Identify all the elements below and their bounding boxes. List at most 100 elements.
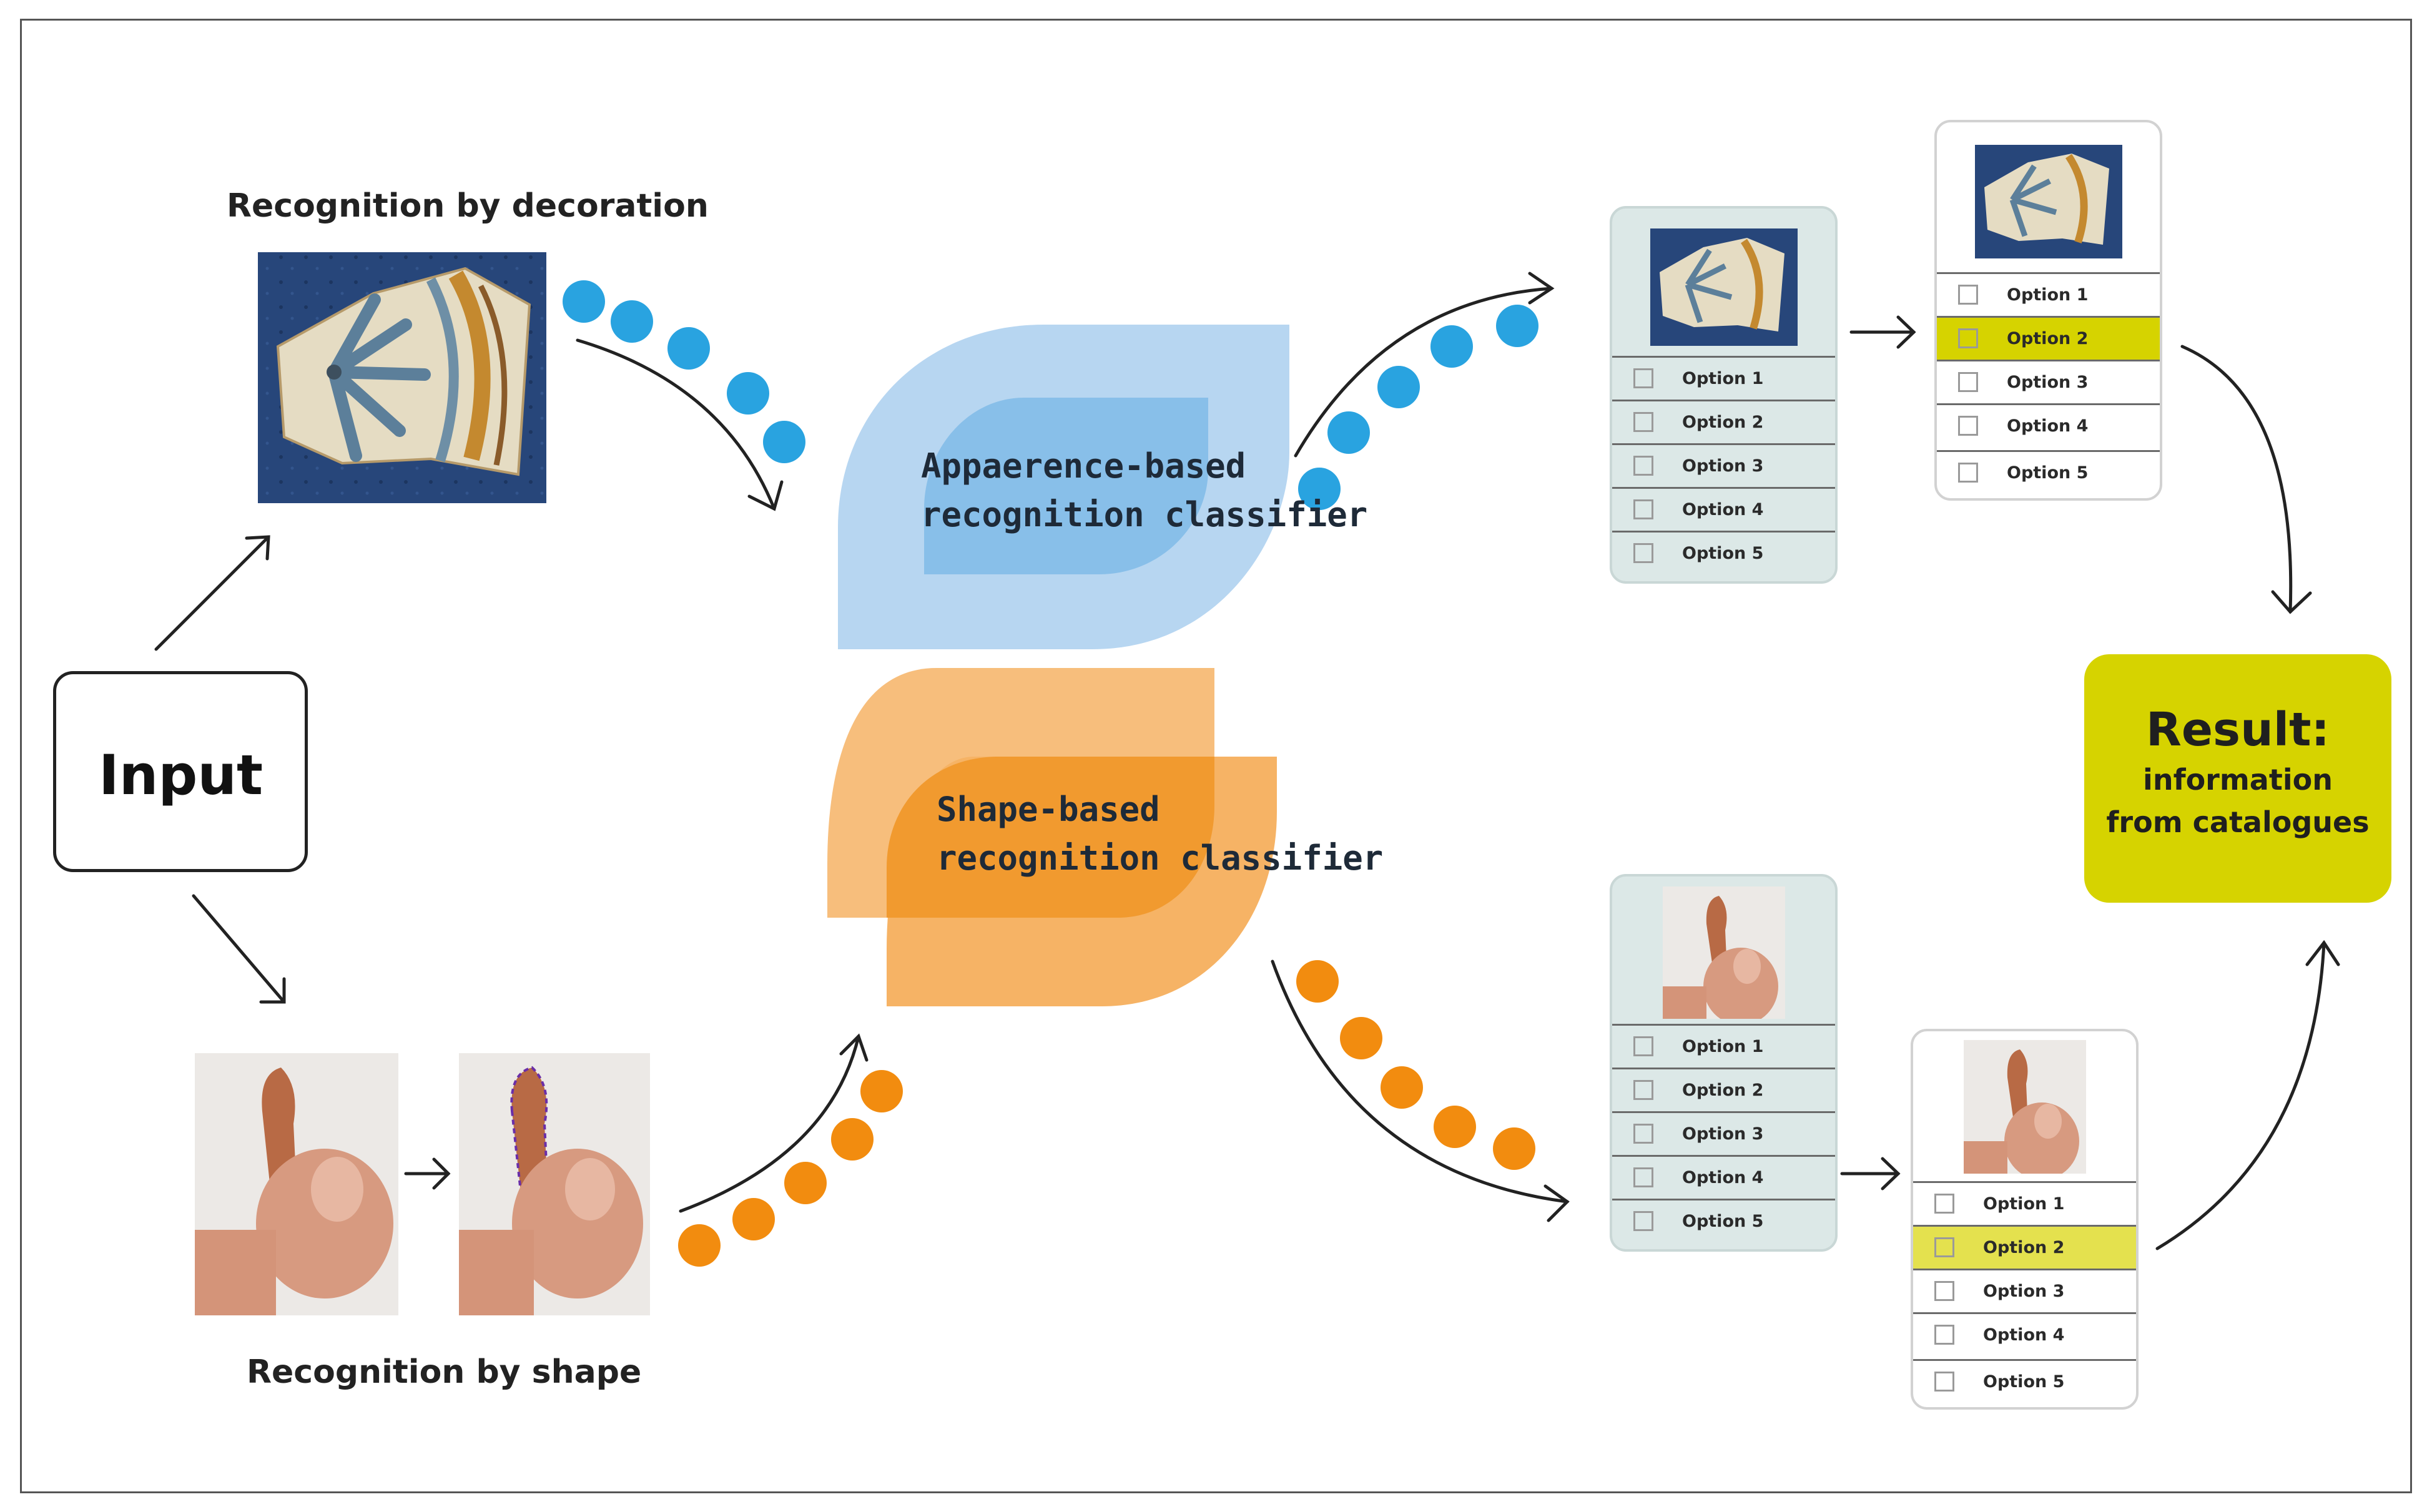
- shape-classifier-label: Shape-based recognition classifier: [937, 785, 1383, 883]
- option-label: Option 3: [1682, 1124, 1764, 1144]
- arrow-to-decoration: [154, 535, 270, 651]
- checkbox[interactable]: [1633, 1211, 1653, 1231]
- curve-arrows: [576, 272, 2340, 1250]
- checkbox[interactable]: [1934, 1325, 1954, 1345]
- checkbox[interactable]: [1934, 1372, 1954, 1392]
- checkbox[interactable]: [1958, 328, 1978, 348]
- option-row[interactable]: Option 5: [1612, 1199, 1835, 1242]
- checkbox[interactable]: [1958, 463, 1978, 483]
- orange-dots: [678, 960, 1535, 1267]
- option-card-top-right: Option 1 Option 2 Option 3 Option 4 Opti…: [1934, 120, 2162, 501]
- option-row[interactable]: Option 3: [1913, 1269, 2136, 1312]
- option-label: Option 5: [1983, 1372, 2065, 1392]
- checkbox[interactable]: [1934, 1237, 1954, 1257]
- decoration-photo: [258, 252, 546, 503]
- option-label: Option 3: [1682, 456, 1764, 476]
- option-row[interactable]: Option 1: [1937, 272, 2160, 316]
- option-row[interactable]: Option 5: [1612, 531, 1835, 574]
- option-label: Option 2: [1682, 413, 1764, 432]
- option-label: Option 4: [1682, 500, 1764, 519]
- checkbox[interactable]: [1633, 1036, 1653, 1056]
- option-row[interactable]: Option 2: [1612, 400, 1835, 443]
- curve-shape-to-classifier: [679, 1034, 860, 1213]
- arrow-to-shape: [192, 894, 286, 1004]
- option-label: Option 2: [2007, 329, 2089, 348]
- curve-appearance-to-card: [1294, 287, 1553, 458]
- checkbox[interactable]: [1958, 416, 1978, 436]
- arrow-head-down: [259, 977, 286, 1004]
- option-row[interactable]: Option 3: [1937, 360, 2160, 403]
- card-thumb-shape: [1662, 886, 1785, 1019]
- shape-classifier-line-2: recognition classifier: [937, 838, 1384, 878]
- option-row[interactable]: Option 1: [1612, 1024, 1835, 1068]
- shape-photo-right: [459, 1053, 650, 1315]
- input-label: Input: [99, 743, 263, 807]
- option-label: Option 5: [1682, 544, 1764, 563]
- option-row[interactable]: Option 3: [1612, 1111, 1835, 1155]
- shape-classifier-shape: [827, 668, 1277, 1006]
- option-label: Option 5: [1682, 1212, 1764, 1231]
- shape-classifier-line-1: Shape-based: [937, 790, 1160, 829]
- checkbox[interactable]: [1633, 412, 1653, 432]
- option-card-bottom-right: Option 1 Option 2 Option 3 Option 4 Opti…: [1911, 1029, 2139, 1410]
- result-title: Result:: [2145, 703, 2330, 757]
- input-arrows: [154, 535, 451, 1190]
- option-label: Option 2: [1682, 1081, 1764, 1100]
- checkbox[interactable]: [1633, 1167, 1653, 1187]
- option-label: Option 1: [1682, 1037, 1764, 1056]
- shape-label: Recognition by shape: [247, 1353, 642, 1391]
- checkbox[interactable]: [1633, 456, 1653, 476]
- option-row-selected[interactable]: Option 2: [1913, 1225, 2136, 1269]
- option-card-top-left: Option 1 Option 2 Option 3 Option 4 Opti…: [1610, 206, 1838, 584]
- option-label: Option 4: [1682, 1168, 1764, 1187]
- option-label: Option 2: [1983, 1238, 2065, 1257]
- result-box: Result: information from catalogues: [2084, 654, 2391, 903]
- figure-frame: [20, 19, 2412, 1493]
- option-label: Option 3: [2007, 373, 2089, 392]
- arrow-head-right: [432, 1157, 451, 1190]
- option-card-bottom-left: Option 1 Option 2 Option 3 Option 4 Opti…: [1610, 874, 1838, 1252]
- option-row[interactable]: Option 1: [1913, 1181, 2136, 1225]
- card-thumb-shape: [1963, 1040, 2086, 1174]
- option-label: Option 5: [2007, 463, 2089, 483]
- option-row[interactable]: Option 3: [1612, 443, 1835, 487]
- checkbox[interactable]: [1633, 543, 1653, 563]
- option-row[interactable]: Option 4: [1612, 487, 1835, 531]
- appearance-classifier-line-2: recognition classifier: [921, 495, 1368, 534]
- option-label: Option 4: [1983, 1325, 2065, 1345]
- option-row[interactable]: Option 1: [1612, 356, 1835, 400]
- option-row[interactable]: Option 5: [1937, 450, 2160, 494]
- result-line-2: from catalogues: [2106, 805, 2370, 839]
- card-thumb-decoration: [1974, 145, 2122, 258]
- blue-dots: [563, 280, 1538, 510]
- curve-shape-to-card: [1271, 960, 1569, 1204]
- checkbox[interactable]: [1958, 372, 1978, 392]
- result-line-1: information: [2143, 763, 2333, 797]
- card-thumb-decoration: [1650, 228, 1798, 346]
- checkbox[interactable]: [1633, 1124, 1653, 1144]
- shape-photo-left: [195, 1053, 398, 1315]
- checkbox[interactable]: [1958, 285, 1978, 305]
- checkbox[interactable]: [1633, 368, 1653, 388]
- option-label: Option 1: [2007, 285, 2089, 305]
- checkbox[interactable]: [1633, 499, 1653, 519]
- option-label: Option 1: [1682, 369, 1764, 388]
- appearance-classifier-shape: [838, 325, 1289, 649]
- decoration-label: Recognition by decoration: [227, 187, 709, 225]
- option-label: Option 1: [1983, 1194, 2065, 1214]
- option-label: Option 4: [2007, 416, 2089, 436]
- checkbox[interactable]: [1934, 1281, 1954, 1301]
- option-row[interactable]: Option 5: [1913, 1359, 2136, 1403]
- arrow-head-up: [245, 535, 270, 561]
- option-row[interactable]: Option 4: [1612, 1155, 1835, 1199]
- input-box: Input: [53, 671, 308, 872]
- option-row[interactable]: Option 4: [1937, 403, 2160, 447]
- appearance-classifier-label: Appaerence-based recognition classifier: [921, 442, 1367, 539]
- checkbox[interactable]: [1633, 1080, 1653, 1100]
- option-row[interactable]: Option 4: [1913, 1312, 2136, 1356]
- option-row[interactable]: Option 2: [1612, 1068, 1835, 1111]
- curve-top-to-result: [2180, 345, 2293, 614]
- checkbox[interactable]: [1934, 1194, 1954, 1214]
- option-row-selected[interactable]: Option 2: [1937, 316, 2160, 360]
